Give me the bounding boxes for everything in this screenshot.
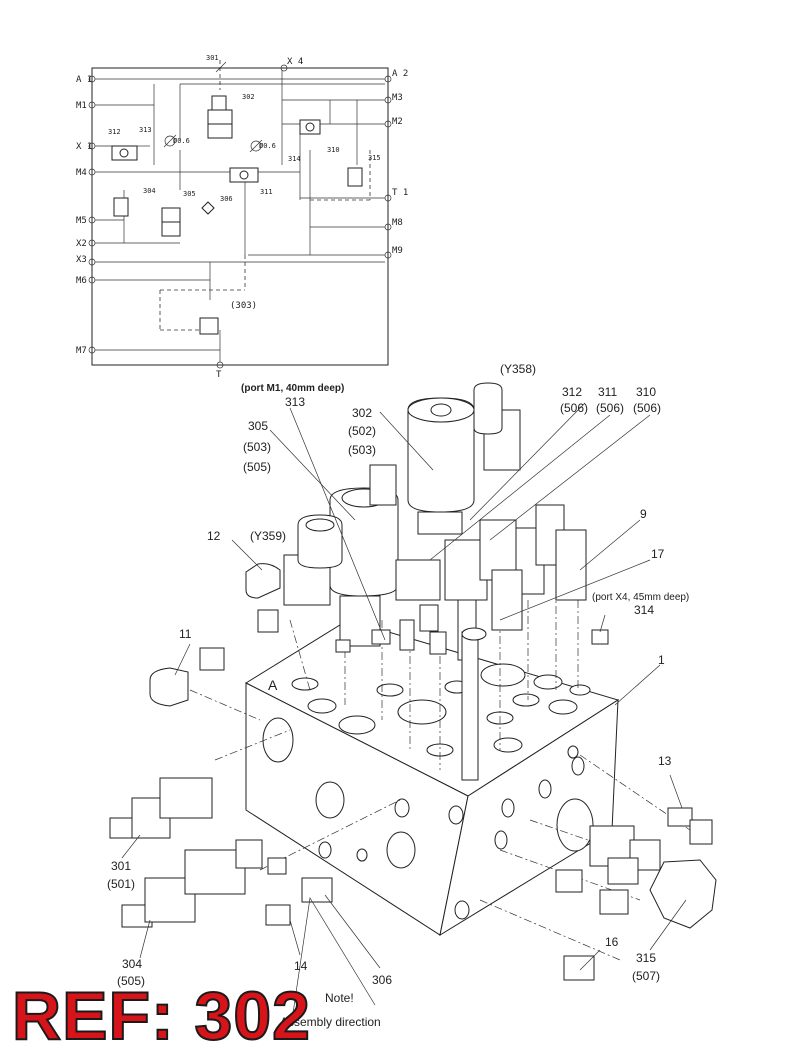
callout-311-sub: (506) bbox=[596, 401, 624, 415]
callout-302-sub1: (502) bbox=[348, 424, 376, 438]
callout-314: 314 bbox=[634, 603, 654, 617]
callout-312-sub: (506) bbox=[560, 401, 588, 415]
leader-lines bbox=[121, 402, 687, 1021]
callout-310: 310 bbox=[636, 385, 656, 399]
note-label: Note! bbox=[325, 991, 354, 1005]
callout-305: 305 bbox=[248, 419, 268, 433]
callout-labels: (Y358) (port M1, 40mm deep) 313 312 (506… bbox=[107, 362, 689, 1029]
port-a1: A 1 bbox=[76, 75, 92, 85]
callout-304-sub: (505) bbox=[117, 974, 145, 988]
ref-label: REF: 302 bbox=[11, 978, 311, 1054]
callout-312: 312 bbox=[562, 385, 582, 399]
callout-9: 9 bbox=[640, 507, 647, 521]
callout-y358: (Y358) bbox=[500, 362, 536, 376]
schem-310: 310 bbox=[327, 146, 340, 154]
callout-17: 17 bbox=[651, 547, 665, 561]
callout-16: 16 bbox=[605, 935, 619, 949]
callout-304: 304 bbox=[122, 957, 142, 971]
callout-301-sub: (501) bbox=[107, 877, 135, 891]
schem-312: 312 bbox=[108, 128, 121, 136]
schem-302: 302 bbox=[242, 93, 255, 101]
callout-306: 306 bbox=[372, 973, 392, 987]
schem-303: (303) bbox=[230, 301, 257, 311]
port-x1: X 1 bbox=[76, 142, 92, 152]
port-x4-note: (port X4, 45mm deep) bbox=[592, 592, 689, 603]
port-t1: T 1 bbox=[392, 188, 408, 198]
port-m1: M1 bbox=[76, 101, 87, 111]
callout-305-sub1: (503) bbox=[243, 440, 271, 454]
port-m8: M8 bbox=[392, 218, 403, 228]
schem-313: 313 bbox=[139, 126, 152, 134]
schem-restrictor-2: Ø0.6 bbox=[259, 142, 276, 150]
svg-text:A: A bbox=[268, 677, 278, 693]
schem-304: 304 bbox=[143, 187, 156, 195]
callout-305-sub2: (505) bbox=[243, 460, 271, 474]
port-x4: X 4 bbox=[287, 57, 303, 67]
port-m1-note: (port M1, 40mm deep) bbox=[241, 383, 344, 394]
callout-11: 11 bbox=[179, 627, 192, 641]
schem-restrictor-1: Ø0.6 bbox=[173, 137, 190, 145]
port-m3: M3 bbox=[392, 93, 403, 103]
port-m2: M2 bbox=[392, 117, 403, 127]
schem-306: 306 bbox=[220, 195, 233, 203]
assembly-axes bbox=[189, 590, 691, 961]
port-m4: M4 bbox=[76, 168, 87, 178]
port-t: T bbox=[216, 370, 222, 380]
assembly-direction-label: Assembly direction bbox=[280, 1015, 381, 1029]
schem-314: 314 bbox=[288, 155, 301, 163]
valve-cartridges bbox=[149, 382, 609, 781]
valve-block: A bbox=[244, 619, 620, 937]
callout-12: 12 bbox=[207, 529, 221, 543]
port-x3: X3 bbox=[76, 255, 87, 265]
callout-310-sub: (506) bbox=[633, 401, 661, 415]
hydraulic-schematic: A 1 M1 X 1 M4 M5 X2 X3 M6 M7 A 2 M3 M2 T… bbox=[76, 54, 408, 380]
port-a2: A 2 bbox=[392, 69, 408, 79]
schem-301: 301 bbox=[206, 54, 219, 62]
callout-315: 315 bbox=[636, 951, 656, 965]
callout-1: 1 bbox=[658, 653, 665, 667]
schem-305: 305 bbox=[183, 190, 196, 198]
callout-y359: (Y359) bbox=[250, 529, 286, 543]
side-components bbox=[109, 777, 717, 981]
schem-311: 311 bbox=[260, 188, 273, 196]
callout-13: 13 bbox=[658, 754, 672, 768]
port-m9: M9 bbox=[392, 246, 403, 256]
callout-311: 311 bbox=[598, 385, 617, 399]
callout-315-sub: (507) bbox=[632, 969, 660, 983]
port-x2: X2 bbox=[76, 239, 87, 249]
callout-302: 302 bbox=[352, 406, 372, 420]
callout-14: 14 bbox=[294, 959, 308, 973]
port-m6: M6 bbox=[76, 276, 87, 286]
port-m7: M7 bbox=[76, 346, 87, 356]
callout-301: 301 bbox=[111, 859, 131, 873]
schem-315: 315 bbox=[368, 154, 381, 162]
callout-313: 313 bbox=[285, 395, 305, 409]
callout-302-sub2: (503) bbox=[348, 443, 376, 457]
port-m5: M5 bbox=[76, 216, 87, 226]
